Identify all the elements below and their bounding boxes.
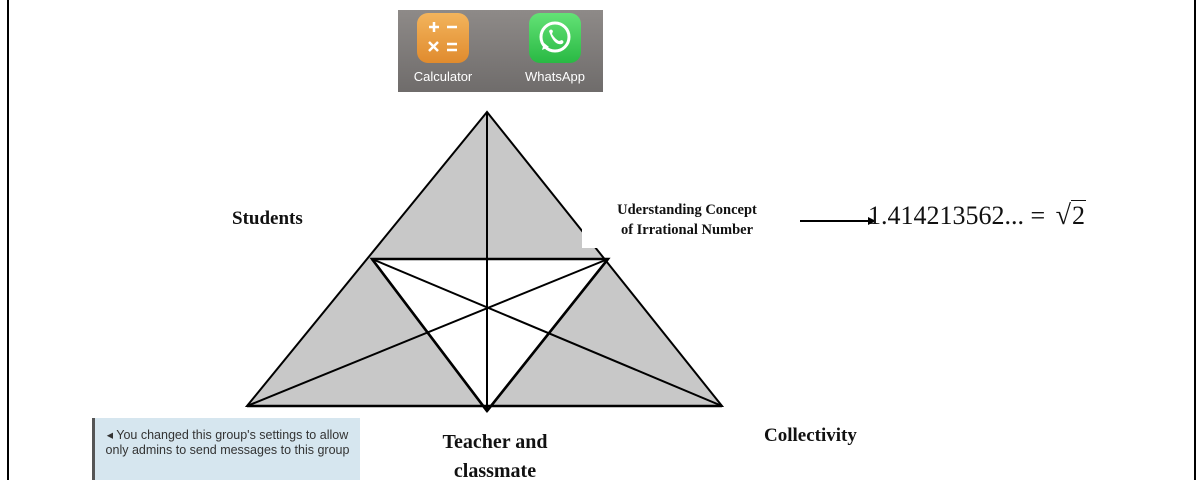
teacher-line-2: classmate	[453, 460, 537, 482]
sqrt-argument: 2	[1071, 200, 1087, 230]
megaphone-icon: ◂	[106, 428, 117, 442]
whatsapp-icon[interactable]	[529, 13, 581, 63]
teacher-line-1: Teacher and	[442, 431, 548, 453]
frame-left-border	[7, 0, 9, 480]
pointer-arrow-head	[868, 217, 876, 225]
concept-label: Uderstanding Concept of Irrational Numbe…	[592, 200, 782, 240]
group-settings-notice: ◂ You changed this group's settings to a…	[92, 418, 360, 480]
calculator-app[interactable]: Calculator	[398, 13, 488, 84]
concept-line-1: Uderstanding Concept	[617, 202, 757, 218]
frame-right-border	[1194, 0, 1196, 480]
sqrt-two-value: 1.414213562... = √2	[868, 200, 1087, 232]
collectivity-label: Collectivity	[764, 425, 857, 446]
value-text: 1.414213562... =	[868, 201, 1046, 230]
whatsapp-app[interactable]: WhatsApp	[510, 13, 600, 84]
app-icons-panel: Calculator WhatsApp	[398, 10, 603, 92]
calculator-label: Calculator	[413, 69, 473, 84]
median-line-right	[371, 258, 723, 407]
label-backdrop	[582, 196, 782, 248]
inner-right-edge	[486, 258, 609, 412]
sqrt-expression: √2	[1055, 200, 1087, 232]
inner-left-edge	[371, 258, 488, 412]
radical-icon: √	[1055, 200, 1072, 231]
teacher-label: Teacher and classmate	[420, 428, 570, 486]
notice-text: You changed this group's settings to all…	[105, 428, 350, 457]
whatsapp-label: WhatsApp	[525, 69, 585, 84]
concept-line-2: of Irrational Number	[620, 222, 754, 238]
students-label: Students	[232, 208, 303, 229]
calculator-icon[interactable]	[417, 13, 469, 63]
